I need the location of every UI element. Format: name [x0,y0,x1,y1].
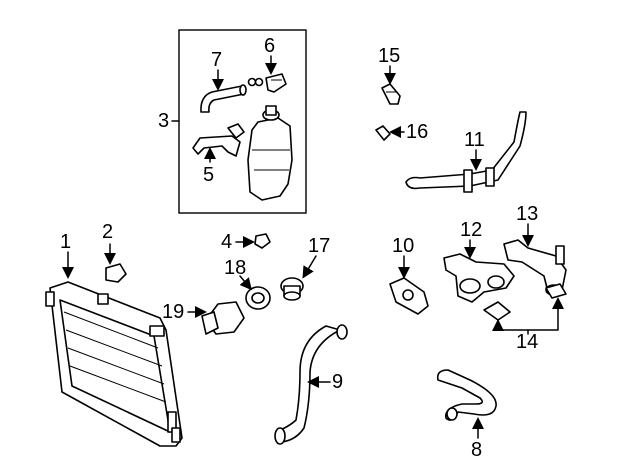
callout-15: 15 [378,45,401,67]
callout-16: 16 [406,121,429,143]
callout-10: 10 [392,235,415,257]
part-3-reservoir-tank [227,105,293,201]
part-8-bypass-hose [436,369,497,421]
callout-8: 8 [471,439,483,461]
callout-11: 11 [464,129,485,151]
leader-18 [239,275,252,291]
clip-small [247,77,264,87]
callout-19: 19 [162,301,185,323]
part-12-outlet-housing [443,253,515,303]
callout-4: 4 [221,231,233,253]
callout-12: 12 [460,219,483,241]
callout-1: 1 [60,231,72,253]
part-2-radiator-cap [105,263,127,283]
callout-6: 6 [264,35,276,57]
part-16-plug-sensor [375,125,391,141]
callout-18: 18 [224,257,247,279]
part-14-gaskets [483,283,567,321]
callout-3: 3 [158,110,170,132]
part-11-water-pipe [405,111,527,193]
callout-5: 5 [203,164,215,186]
part-19-water-inlet [201,301,245,335]
part-18-gasket-ring [245,286,271,310]
part-7-reservoir-hose [200,84,247,113]
part-10-water-outlet [389,277,429,315]
callout-13: 13 [516,203,539,225]
callout-9: 9 [332,371,344,393]
leader-17 [302,255,317,279]
part-15-temp-sensor [381,83,401,105]
callout-17: 17 [308,235,331,257]
part-5-reservoir-bracket [192,135,241,157]
callout-14: 14 [516,331,539,353]
callout-7: 7 [211,49,223,71]
part-1-radiator [45,281,183,447]
part-17-thermostat [280,277,304,301]
part-4-cap [254,233,271,249]
callout-2: 2 [102,221,114,243]
leader-14 [497,297,564,331]
part-6-cap-bracket [265,73,287,93]
